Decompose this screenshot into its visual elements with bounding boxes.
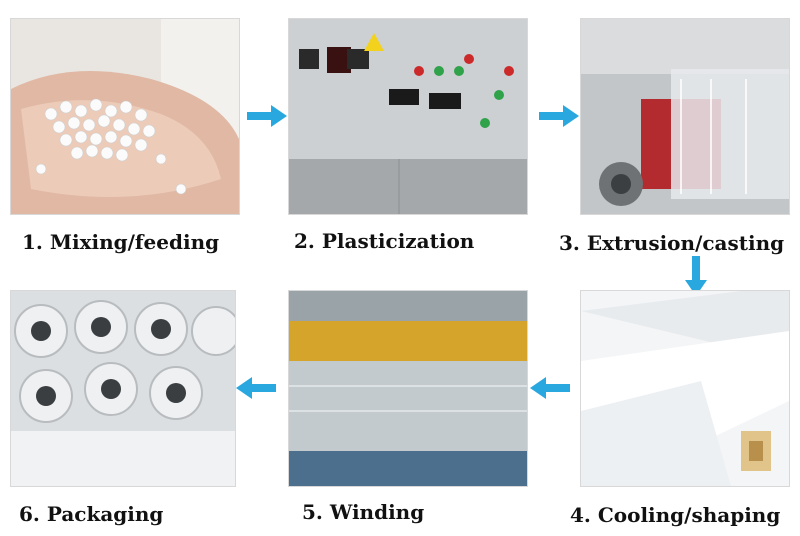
arrow-icon (685, 256, 707, 296)
step-1-label: 1. Mixing/feeding (22, 230, 220, 254)
step-3-label: 3. Extrusion/casting (559, 231, 785, 255)
arrow-icon (539, 105, 579, 127)
step-3-photo-casting-roller (580, 18, 790, 215)
step-4-photo-film-rolls-cooling (580, 290, 790, 487)
arrow-icon (247, 105, 287, 127)
step-6-photo-wrapped-rolls (10, 290, 236, 487)
step-2-photo-control-panel (288, 18, 528, 215)
step-4-label: 4. Cooling/shaping (570, 503, 781, 527)
arrow-icon (530, 377, 570, 399)
step-5-photo-winding-machine (288, 290, 528, 487)
step-6-label: 6. Packaging (19, 502, 164, 526)
arrow-icon (236, 377, 276, 399)
step-2-label: 2. Plasticization (294, 229, 475, 253)
step-5-label: 5. Winding (302, 500, 425, 524)
step-1-photo-plastic-pellets (10, 18, 240, 215)
